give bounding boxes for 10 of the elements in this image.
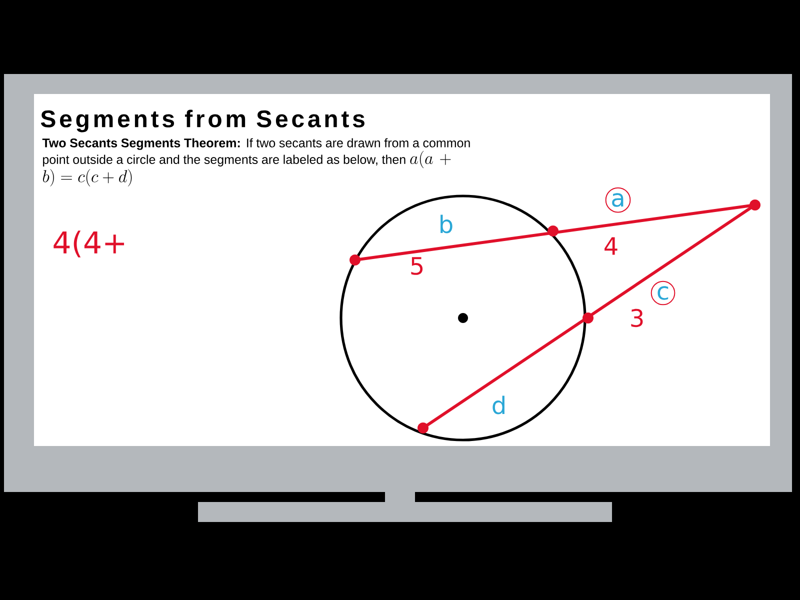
segment-label: a — [605, 187, 631, 213]
segment-label: 4 — [604, 237, 618, 255]
title: Segments from Secants — [40, 110, 364, 132]
segment-label: d — [492, 396, 504, 414]
segment-label: 5 — [411, 257, 423, 275]
handwritten-note: 4(4+ — [54, 230, 124, 258]
segment-label: 3 — [631, 308, 643, 328]
segment-label: b — [440, 214, 452, 234]
theorem-text: Two Secants Segments Theorem: If two secants are drawn from a common point outside a circle and the segments are labeled as below, then $a(a + b) = c(c + d)$ — [42, 138, 470, 186]
segment-label: c — [650, 280, 676, 306]
